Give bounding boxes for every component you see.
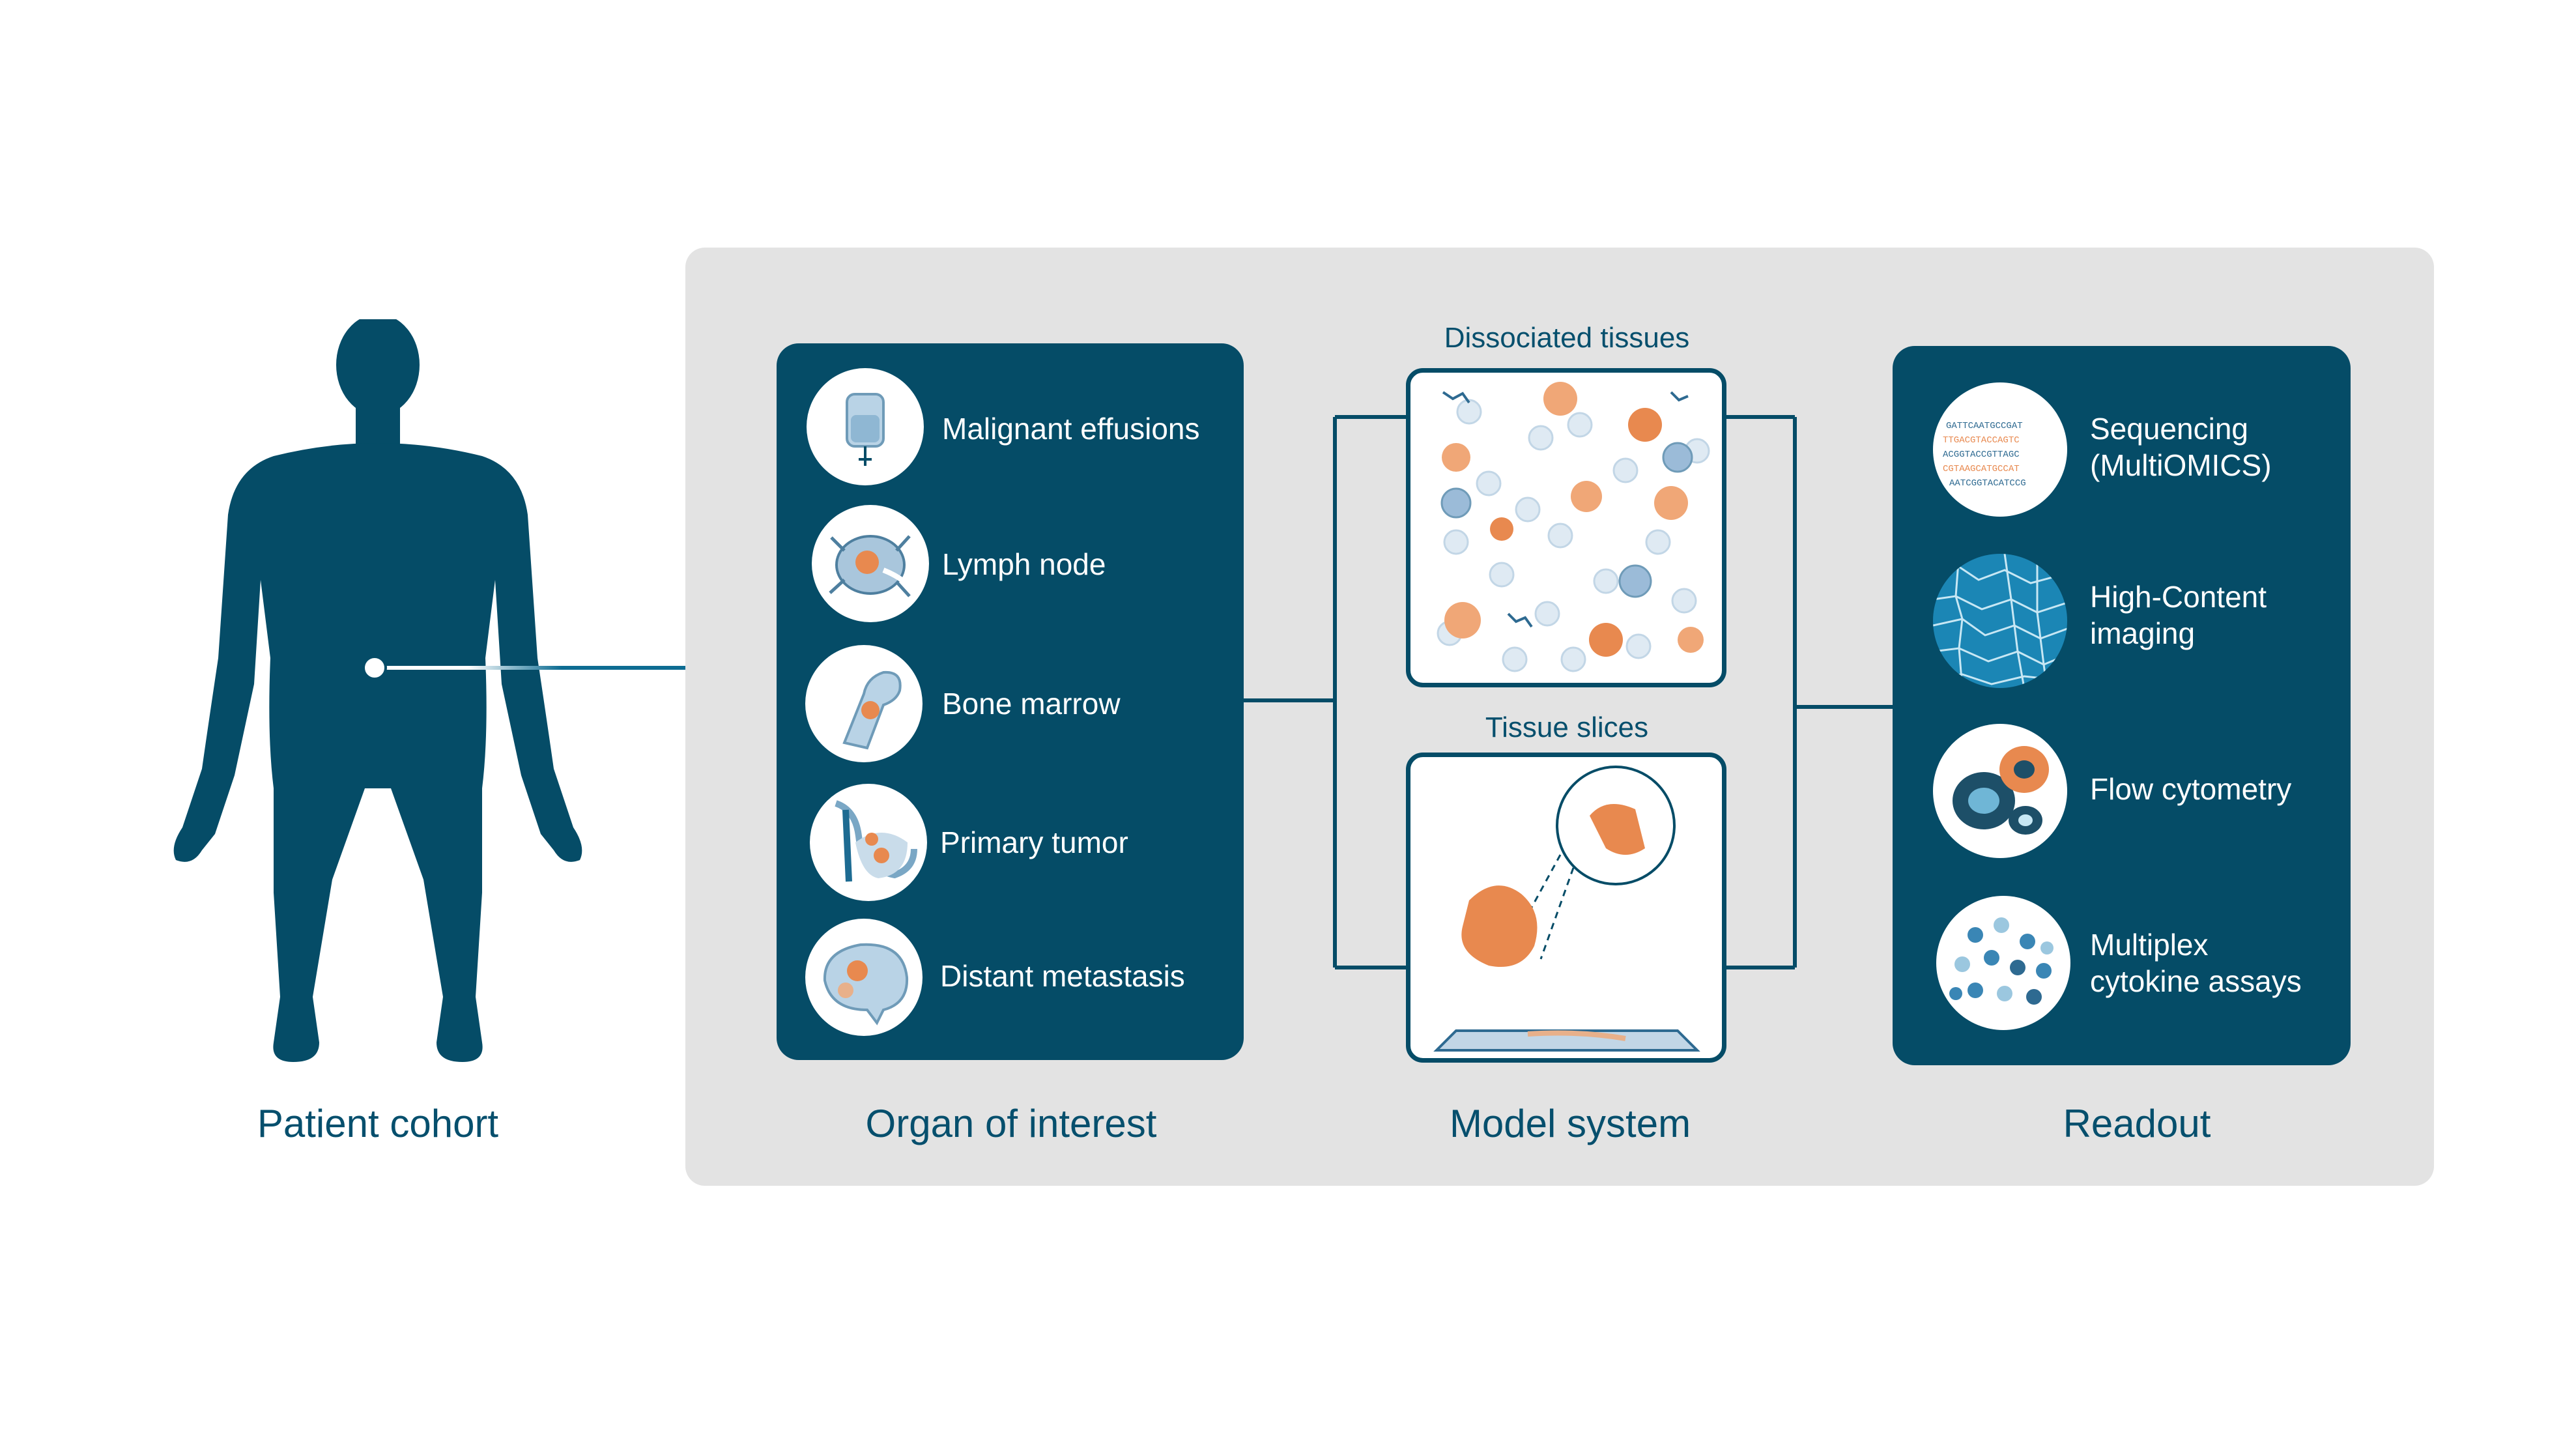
readout-item-multiplex-line2: cytokine assays bbox=[2090, 964, 2302, 998]
tissue-slices-title: Tissue slices bbox=[1485, 711, 1649, 743]
dissociated-tissues-box bbox=[1406, 368, 1726, 687]
connector-bracket-right bbox=[1723, 415, 1893, 969]
lymph-node-icon bbox=[812, 505, 929, 622]
model-system-label: Model system bbox=[1449, 1102, 1691, 1145]
readout-item-imaging-line2: imaging bbox=[2090, 616, 2196, 650]
beads-icon bbox=[1936, 896, 2070, 1030]
svg-text:ACGGTACCGTTAGC: ACGGTACCGTTAGC bbox=[1943, 450, 2020, 460]
svg-text:GATTCAATGCCGAT: GATTCAATGCCGAT bbox=[1946, 421, 2023, 431]
readout-item-flow-cytometry: Flow cytometry bbox=[2090, 772, 2292, 806]
bone-icon bbox=[805, 645, 923, 762]
organ-item-bone-marrow: Bone marrow bbox=[942, 687, 1121, 721]
cell-imaging-icon bbox=[1933, 554, 2067, 688]
readout-item-sequencing-line1: Sequencing bbox=[2090, 412, 2248, 446]
readout-label: Readout bbox=[2063, 1102, 2211, 1145]
organ-item-distant-metastasis: Distant metastasis bbox=[940, 959, 1185, 993]
organ-of-interest-label: Organ of interest bbox=[865, 1102, 1157, 1145]
readout-item-multiplex-line1: Multiplex bbox=[2090, 928, 2209, 962]
dissociated-tissues-title: Dissociated tissues bbox=[1444, 322, 1690, 354]
brain-icon bbox=[805, 919, 923, 1036]
svg-text:TTGACGTACCAGTC: TTGACGTACCAGTC bbox=[1943, 435, 2020, 446]
flow-cytometry-icon bbox=[1933, 724, 2067, 858]
iv-bag-icon bbox=[807, 368, 924, 485]
connector-line bbox=[374, 666, 687, 670]
connector-bracket-left bbox=[1244, 415, 1413, 969]
svg-text:CGTAAGCATGCCAT: CGTAAGCATGCCAT bbox=[1943, 464, 2020, 474]
readout-item-imaging-line1: High-Content bbox=[2090, 580, 2267, 614]
connector-dot bbox=[362, 655, 387, 680]
patient-cohort-label: Patient cohort bbox=[257, 1102, 499, 1145]
svg-text:AATCGGTACATCCG: AATCGGTACATCCG bbox=[1949, 478, 2026, 489]
organ-item-malignant-effusions: Malignant effusions bbox=[942, 412, 1200, 446]
human-silhouette-icon bbox=[173, 319, 582, 1062]
breast-tumor-icon bbox=[810, 784, 927, 901]
dna-sequence-icon: GATTCAATGCCGAT TTGACGTACCAGTC ACGGTACCGT… bbox=[1933, 382, 2067, 517]
organ-item-primary-tumor: Primary tumor bbox=[940, 825, 1128, 859]
tissue-slices-box bbox=[1406, 753, 1726, 1063]
organ-item-lymph-node: Lymph node bbox=[942, 547, 1106, 581]
readout-item-sequencing-line2: (MultiOMICS) bbox=[2090, 448, 2272, 482]
